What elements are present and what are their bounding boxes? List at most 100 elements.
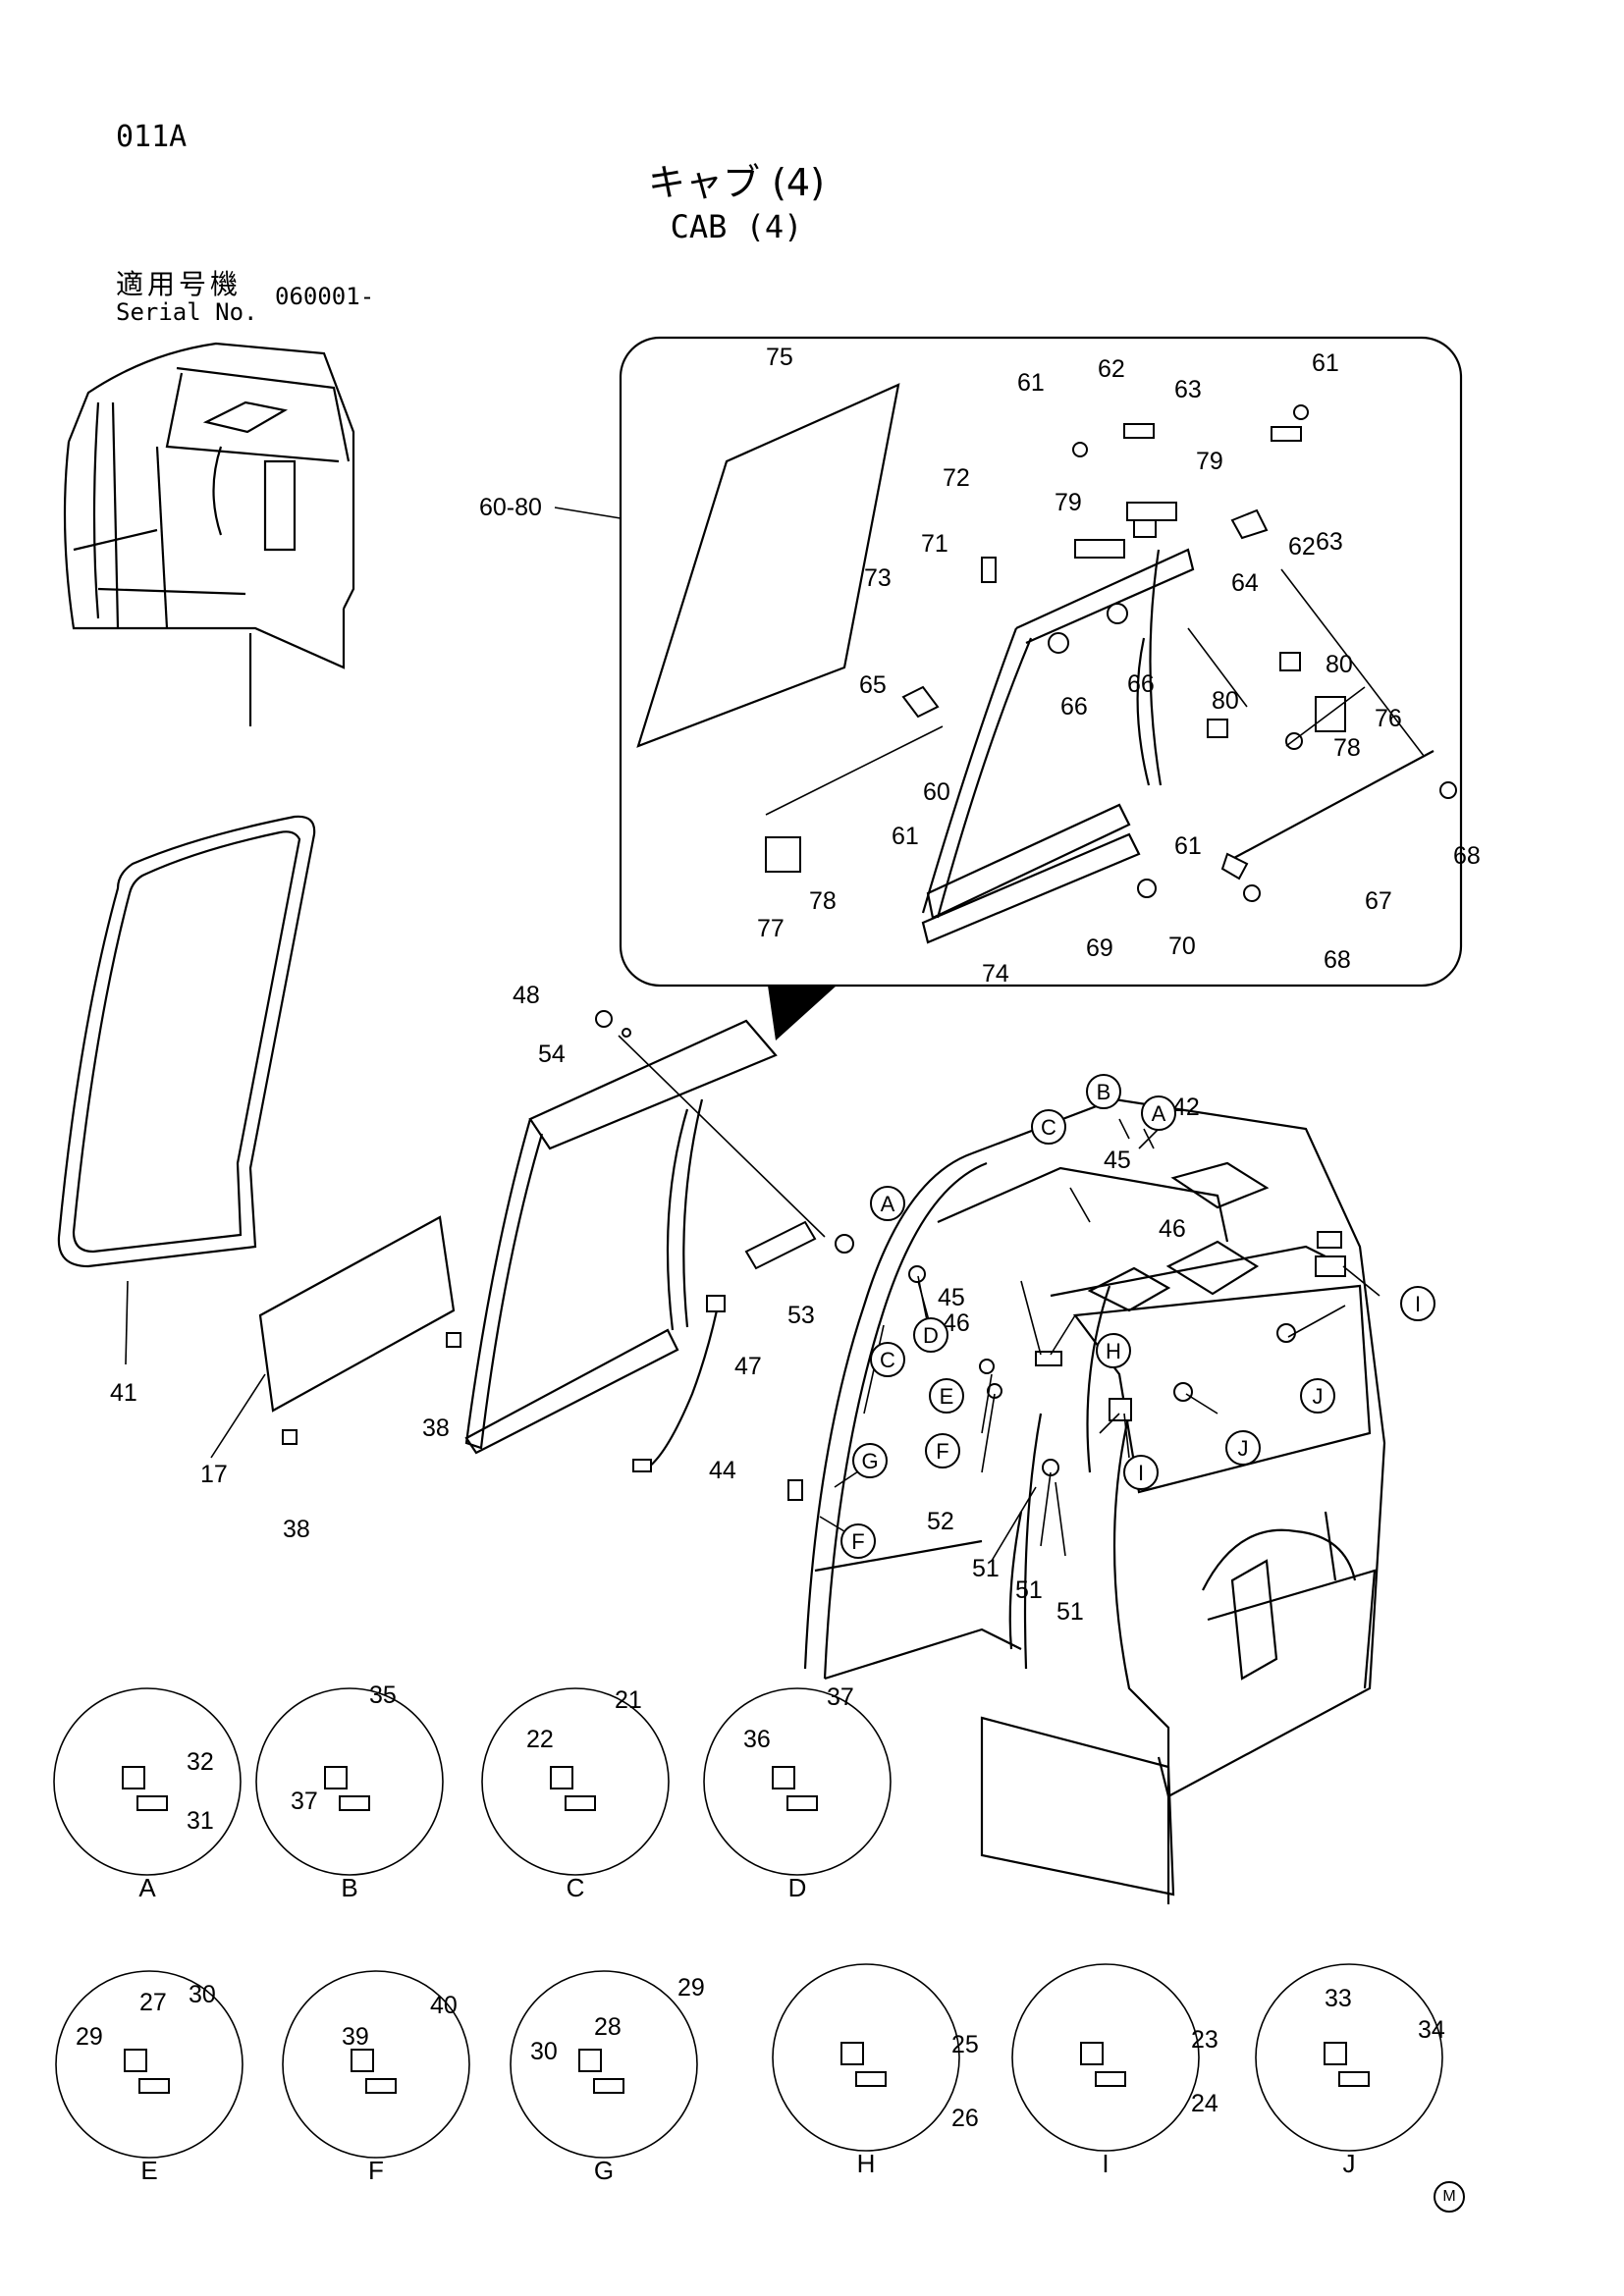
detail-part-27: 27 — [139, 1989, 167, 2016]
inset-callout-61: 61 — [892, 823, 919, 850]
detail-circle — [510, 1970, 698, 2159]
detail-letter: E — [140, 2156, 157, 2185]
detail-part-22: 22 — [526, 1726, 554, 1753]
detail-letter: F — [368, 2156, 384, 2185]
main-callout-52: 52 — [927, 1508, 954, 1535]
page-title-japanese: キャブ (4) — [648, 161, 825, 204]
marker-letter: B — [1097, 1080, 1111, 1104]
group-label: 60-80 — [479, 494, 542, 521]
main-callout-42: 42 — [1172, 1094, 1200, 1121]
door-seal-part — [57, 815, 316, 1365]
inset-callout-60: 60 — [923, 778, 950, 806]
main-callout-48: 48 — [513, 982, 540, 1009]
page-title-english: CAB (4) — [670, 208, 803, 245]
main-callout-17: 17 — [200, 1461, 228, 1488]
inset-callout-63: 63 — [1174, 376, 1202, 403]
detail-letter: A — [138, 1873, 156, 1902]
inset-callout-68: 68 — [1324, 946, 1351, 974]
marker-letter: F — [936, 1439, 948, 1464]
marker-letter: G — [861, 1449, 878, 1473]
serial-label-english: Serial No. — [116, 298, 258, 326]
marker-D: D — [913, 1317, 948, 1353]
inset-callout-70: 70 — [1168, 933, 1196, 960]
detail-circle — [282, 1970, 470, 2159]
marker-A: A — [870, 1186, 905, 1221]
inset-pointer — [768, 986, 837, 1041]
inset-panel: 60-80 — [479, 336, 1463, 988]
inset-callout-62: 62 — [1288, 533, 1316, 561]
inset-callout-62: 62 — [1098, 355, 1125, 383]
detail-I: I 23 24 — [1011, 1963, 1218, 2178]
detail-circle — [481, 1687, 670, 1876]
detail-part-29: 29 — [76, 2023, 103, 2051]
marker-J: J — [1300, 1378, 1335, 1414]
detail-part-23: 23 — [1191, 2026, 1218, 2054]
main-callout-53: 53 — [787, 1302, 815, 1329]
marker-E: E — [929, 1378, 964, 1414]
detail-circle — [1255, 1963, 1443, 2152]
detail-part-40: 40 — [430, 1992, 458, 2019]
reference-cab-drawing — [63, 342, 355, 726]
detail-part-21: 21 — [615, 1686, 642, 1714]
detail-part-36: 36 — [743, 1726, 771, 1753]
inset-callout-79: 79 — [1055, 489, 1082, 516]
marker-F: F — [925, 1433, 960, 1468]
marker-letter: J — [1313, 1384, 1324, 1409]
detail-part-30: 30 — [530, 2038, 558, 2065]
marker-letter: H — [1106, 1339, 1121, 1363]
inset-callout-74: 74 — [982, 960, 1009, 988]
detail-circle — [1011, 1963, 1200, 2152]
marker-J: J — [1225, 1430, 1261, 1466]
main-callout-44: 44 — [709, 1457, 736, 1484]
marker-letter: A — [1152, 1101, 1166, 1126]
serial-number-value: 060001- — [275, 283, 375, 310]
main-callout-47: 47 — [734, 1353, 762, 1380]
detail-letter: H — [857, 2149, 876, 2178]
marker-letter: I — [1415, 1292, 1421, 1316]
detail-part-30: 30 — [189, 1981, 216, 2008]
detail-part-37: 37 — [827, 1683, 854, 1711]
inset-callout-80: 80 — [1212, 687, 1239, 715]
detail-part-24: 24 — [1191, 2090, 1218, 2117]
detail-part-29: 29 — [677, 1974, 705, 2002]
marker-C: C — [1031, 1109, 1066, 1145]
detail-part-32: 32 — [187, 1748, 214, 1776]
detail-part-37: 37 — [291, 1788, 318, 1815]
inset-callout-66: 66 — [1127, 670, 1155, 698]
door-frame-assembly — [464, 1010, 854, 1472]
inset-callout-78: 78 — [1333, 734, 1361, 762]
marker-letter: E — [940, 1384, 954, 1409]
marker-F: F — [840, 1523, 876, 1559]
glass-pane-part — [636, 383, 900, 748]
detail-letter: I — [1102, 2149, 1109, 2178]
marker-H: H — [1096, 1333, 1131, 1368]
main-callout-41: 41 — [110, 1379, 137, 1407]
marker-letter: C — [880, 1348, 895, 1372]
main-callout-51: 51 — [1056, 1598, 1084, 1626]
inset-callout-61: 61 — [1174, 832, 1202, 860]
detail-letter: G — [594, 2156, 614, 2185]
inset-callout-68: 68 — [1453, 842, 1481, 870]
main-callout-38: 38 — [283, 1516, 310, 1543]
detail-part-25: 25 — [951, 2031, 979, 2058]
marker-I: I — [1400, 1286, 1435, 1321]
inset-callout-69: 69 — [1086, 934, 1113, 962]
inset-callout-63: 63 — [1316, 528, 1343, 556]
inset-callout-79: 79 — [1196, 448, 1223, 475]
main-callout-38: 38 — [422, 1415, 450, 1442]
main-callout-51: 51 — [972, 1555, 1000, 1582]
inset-callout-77: 77 — [757, 915, 785, 942]
detail-circle — [55, 1970, 244, 2159]
detail-circle — [703, 1687, 892, 1876]
inset-callout-72: 72 — [943, 464, 970, 492]
inset-callout-76: 76 — [1375, 705, 1402, 732]
